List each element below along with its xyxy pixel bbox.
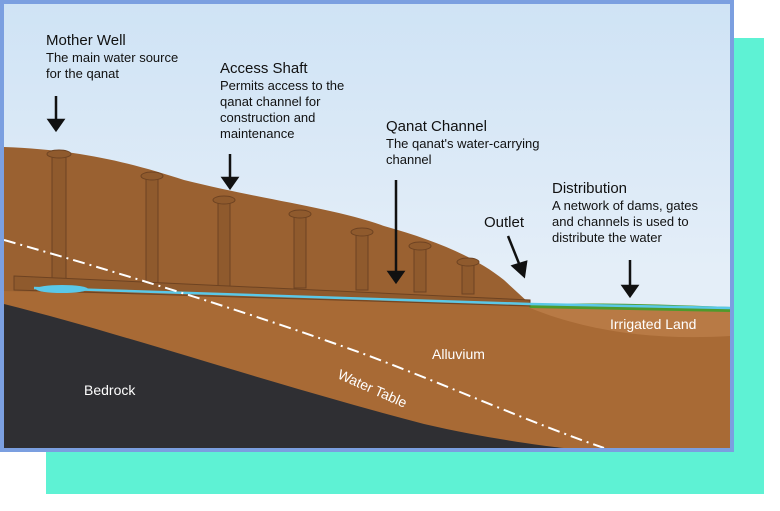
surface-hill — [4, 147, 530, 304]
mother-well-callout: Mother Well The main water source for th… — [46, 32, 178, 82]
well-pool — [36, 285, 88, 293]
outlet-title: Outlet — [484, 214, 525, 231]
qanat-channel-title: Qanat Channel — [386, 118, 487, 135]
bedrock-layer — [4, 304, 564, 448]
qanat-channel-desc-line-2: channel — [386, 152, 432, 167]
distribution-desc-line-2: and channels is used to — [552, 214, 689, 229]
distribution-callout: Distribution A network of dams, gates an… — [552, 180, 698, 246]
outlet-callout: Outlet — [484, 214, 524, 232]
water-table-line — [4, 239, 605, 448]
qanat-channel-desc-line-1: The qanat's water-carrying — [386, 136, 540, 151]
access-shaft-desc-line-2: qanat channel for — [220, 94, 321, 109]
alluvium-label: Alluvium — [432, 346, 485, 362]
access-shaft-desc-line-4: maintenance — [220, 126, 295, 141]
access-shaft-desc-line-1: Permits access to the — [220, 78, 345, 93]
mother-well-desc-line-1: The main water source — [46, 50, 179, 65]
bedrock-label: Bedrock — [84, 382, 136, 398]
access-shaft-callout: Access Shaft Permits access to the qanat… — [220, 60, 344, 142]
qanat-tunnel — [13, 275, 531, 307]
qanat-diagram: Mother Well The main water source for th… — [4, 4, 730, 448]
qanat-channel-callout: Qanat Channel The qanat's water-carrying… — [386, 118, 540, 168]
access-shaft-desc-line-3: construction and — [220, 110, 316, 125]
access-shaft-title: Access Shaft — [220, 60, 308, 77]
access-shafts — [46, 149, 480, 295]
distribution-title: Distribution — [552, 180, 628, 197]
mother-well-desc-line-2: for the qanat — [46, 66, 119, 81]
distribution-desc-line-1: A network of dams, gates — [552, 198, 698, 213]
irrigated-land-label: Irrigated Land — [610, 316, 697, 332]
distribution-desc-line-3: distribute the water — [552, 230, 662, 245]
irrigated-land-strip — [530, 306, 730, 338]
mother-well-title: Mother Well — [46, 32, 126, 49]
terrain-illustration — [4, 96, 730, 448]
diagram-frame: Mother Well The main water source for th… — [0, 0, 734, 452]
label-arrows — [46, 96, 640, 299]
channel-water — [33, 286, 730, 310]
